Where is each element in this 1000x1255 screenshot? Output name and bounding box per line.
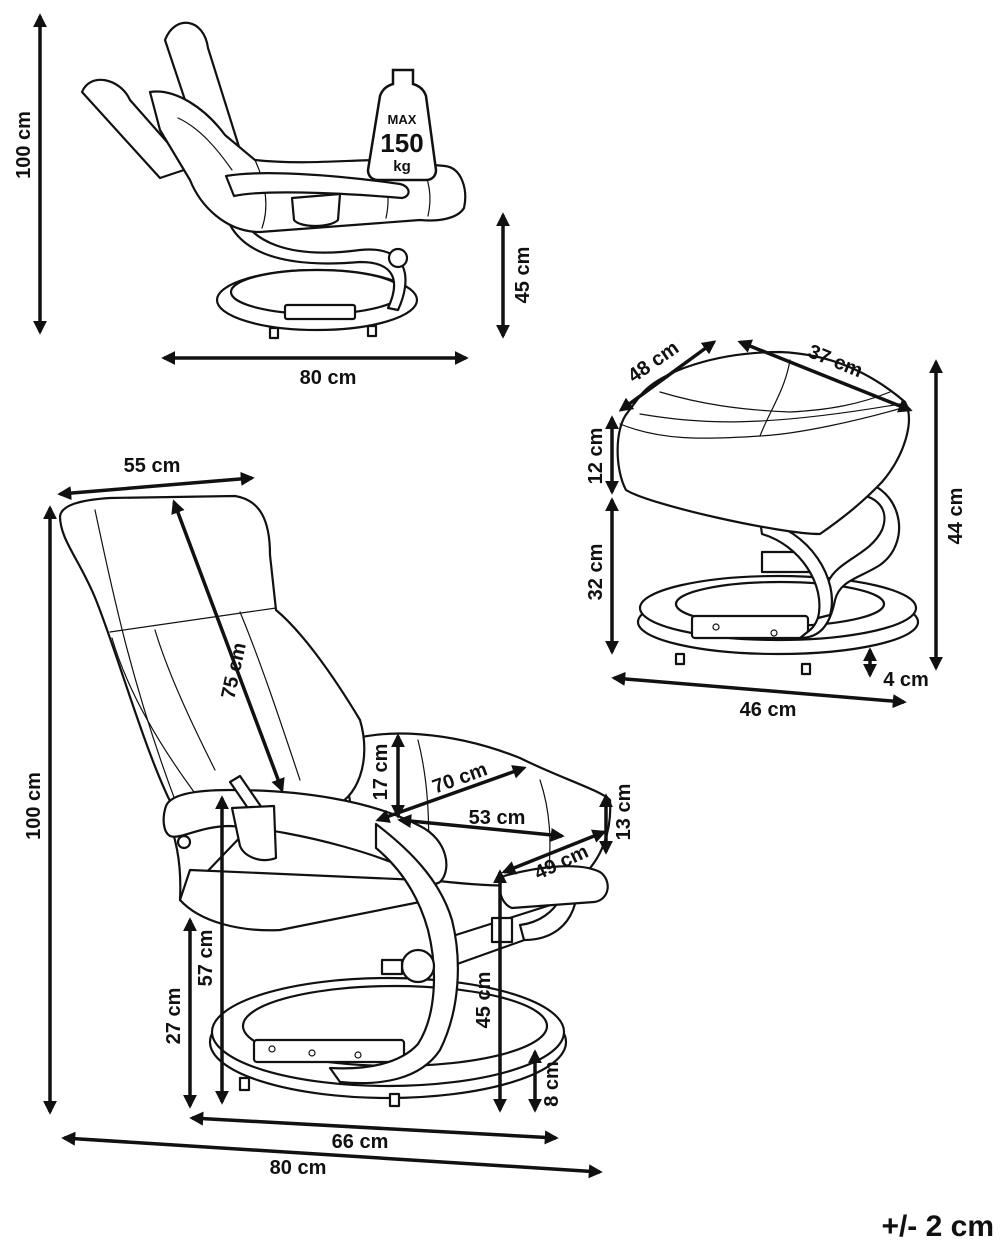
tolerance-note: +/- 2 cm [881, 1210, 994, 1243]
weight-max-label: MAX [388, 112, 417, 127]
reclined-length-label: 80 cm [300, 367, 357, 389]
chair-illustration [58, 494, 612, 1108]
seat-inner-label: 53 cm [469, 807, 526, 829]
chair-dimensions: 55 cm 75 cm 100 cm 70 cm 17 cm 53 cm 13 … [23, 455, 635, 1179]
weight-unit: kg [393, 158, 411, 175]
base-height-label: 8 cm [541, 1061, 563, 1107]
seat-depth-arrow [501, 829, 607, 875]
ottoman-total-height-label: 44 cm [945, 488, 967, 545]
top-width-arrow [57, 471, 255, 501]
arm-height-label: 57 cm [195, 930, 217, 987]
ottoman-base-label: 32 cm [585, 544, 607, 601]
ottoman-depth-arrow [618, 340, 717, 412]
leg-height-label: 27 cm [163, 988, 185, 1045]
weight-value: 150 [380, 128, 423, 158]
ottoman-dimensions: 48 cm 37 cm 12 cm 32 cm 44 cm 4 cm 46 cm [585, 337, 967, 721]
ottoman-illustration [616, 350, 920, 676]
reclined-height-label: 100 cm [13, 111, 35, 179]
total-height-label: 100 cm [23, 772, 45, 840]
ottoman-clearance-label: 4 cm [883, 669, 929, 691]
top-width-label: 55 cm [124, 455, 181, 477]
weight-limit-icon: MAX 150 kg [366, 68, 438, 182]
seat-thickness-label: 13 cm [613, 784, 635, 841]
total-depth-label: 80 cm [270, 1157, 327, 1179]
armrest-height-label: 17 cm [370, 744, 392, 801]
reclined-seat-height-label: 45 cm [512, 247, 534, 304]
reclined-dimensions: 100 cm 45 cm 80 cm [13, 13, 534, 389]
backrest-length-arrow [171, 499, 285, 793]
total-depth-arrow [61, 1131, 603, 1179]
ottoman-width-arrow [737, 339, 913, 413]
ottoman-cushion-label: 12 cm [585, 428, 607, 485]
ottoman-base-width-label: 46 cm [740, 699, 797, 721]
base-depth-label: 66 cm [332, 1131, 389, 1153]
seat-height-label: 45 cm [473, 972, 495, 1029]
ottoman-base-width-arrow [611, 671, 907, 709]
